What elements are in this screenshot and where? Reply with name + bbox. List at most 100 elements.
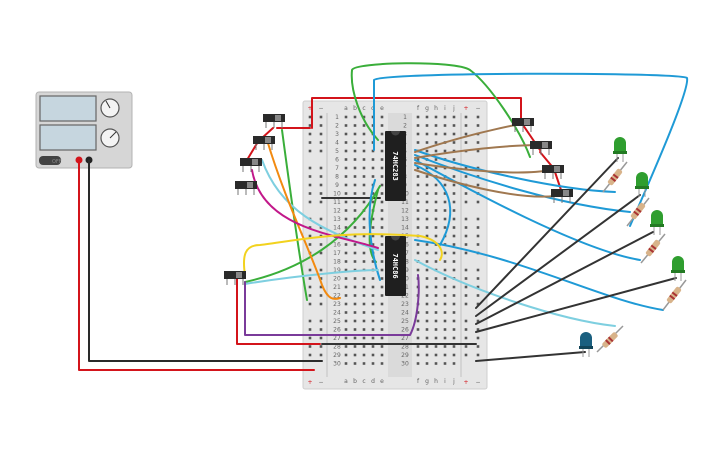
breadboard-hole[interactable]	[344, 362, 348, 365]
breadboard-hole[interactable]	[353, 175, 357, 178]
rail-hole[interactable]	[476, 336, 480, 340]
breadboard-hole[interactable]	[443, 277, 447, 280]
breadboard-hole[interactable]	[434, 319, 438, 323]
breadboard-hole[interactable]	[434, 226, 438, 229]
breadboard-hole[interactable]	[371, 328, 375, 331]
breadboard-hole[interactable]	[353, 166, 357, 170]
breadboard-hole[interactable]	[425, 124, 429, 127]
breadboard-hole[interactable]	[425, 166, 429, 170]
slide-switch[interactable]	[235, 181, 257, 195]
breadboard-hole[interactable]	[443, 319, 447, 323]
rail-hole[interactable]	[476, 141, 480, 144]
breadboard-hole[interactable]	[344, 132, 348, 136]
rail-hole[interactable]	[464, 268, 468, 272]
breadboard-hole[interactable]	[452, 234, 456, 238]
breadboard-hole[interactable]	[443, 132, 447, 136]
breadboard-hole[interactable]	[425, 328, 429, 331]
breadboard-hole[interactable]	[425, 345, 429, 348]
breadboard-hole[interactable]	[425, 336, 429, 340]
breadboard-hole[interactable]	[371, 166, 375, 170]
slide-switch[interactable]	[263, 114, 285, 128]
breadboard-hole[interactable]	[353, 285, 357, 289]
wire-brown-4[interactable]	[414, 169, 556, 198]
rail-hole[interactable]	[476, 234, 480, 238]
breadboard-hole[interactable]	[344, 302, 348, 306]
rail-hole[interactable]	[308, 226, 312, 229]
rail-hole[interactable]	[319, 319, 323, 323]
wire-lightblue-led5[interactable]	[414, 259, 616, 327]
breadboard-hole[interactable]	[371, 192, 375, 195]
rail-hole[interactable]	[476, 243, 480, 246]
breadboard-hole[interactable]	[416, 141, 420, 144]
rail-hole[interactable]	[319, 243, 323, 246]
breadboard-hole[interactable]	[344, 217, 348, 221]
wire-green-top[interactable]	[350, 62, 531, 158]
rail-hole[interactable]	[308, 124, 312, 127]
power-supply[interactable]: OFF	[35, 91, 133, 169]
breadboard-hole[interactable]	[380, 302, 384, 306]
breadboard-hole[interactable]	[434, 294, 438, 297]
rail-hole[interactable]	[464, 175, 468, 178]
rail-hole[interactable]	[319, 132, 323, 136]
breadboard-hole[interactable]	[434, 141, 438, 144]
breadboard-hole[interactable]	[425, 141, 429, 144]
breadboard-hole[interactable]	[353, 302, 357, 306]
wire-ground-led4[interactable]	[475, 277, 677, 333]
breadboard-hole[interactable]	[434, 311, 438, 314]
breadboard-hole[interactable]	[425, 243, 429, 246]
breadboard-hole[interactable]	[380, 141, 384, 144]
breadboard-hole[interactable]	[443, 268, 447, 272]
rail-hole[interactable]	[464, 302, 468, 306]
resistor[interactable]	[596, 325, 624, 353]
breadboard-hole[interactable]	[344, 158, 348, 161]
breadboard-hole[interactable]	[425, 209, 429, 212]
breadboard-hole[interactable]	[416, 209, 420, 212]
breadboard-hole[interactable]	[434, 277, 438, 280]
breadboard-hole[interactable]	[380, 243, 384, 246]
rail-hole[interactable]	[319, 251, 323, 255]
breadboard-hole[interactable]	[443, 302, 447, 306]
breadboard-hole[interactable]	[353, 277, 357, 280]
breadboard-hole[interactable]	[380, 124, 384, 127]
breadboard-hole[interactable]	[434, 183, 438, 187]
breadboard-hole[interactable]	[416, 336, 420, 340]
breadboard-hole[interactable]	[425, 217, 429, 221]
slide-switch[interactable]	[530, 141, 552, 155]
breadboard-hole[interactable]	[353, 311, 357, 314]
breadboard-hole[interactable]	[452, 226, 456, 229]
rail-hole[interactable]	[308, 302, 312, 306]
rail-hole[interactable]	[476, 124, 480, 127]
breadboard-hole[interactable]	[362, 149, 366, 153]
breadboard-hole[interactable]	[371, 285, 375, 289]
breadboard-hole[interactable]	[452, 311, 456, 314]
slide-switch[interactable]	[240, 158, 262, 172]
breadboard-hole[interactable]	[362, 141, 366, 144]
breadboard-hole[interactable]	[434, 217, 438, 221]
resistor[interactable]	[602, 161, 628, 193]
breadboard-hole[interactable]	[452, 132, 456, 136]
breadboard-hole[interactable]	[434, 234, 438, 238]
breadboard-hole[interactable]	[416, 251, 420, 255]
breadboard-hole[interactable]	[434, 209, 438, 212]
breadboard-hole[interactable]	[452, 158, 456, 161]
rail-hole[interactable]	[319, 336, 323, 340]
breadboard-hole[interactable]	[344, 124, 348, 127]
breadboard-hole[interactable]	[416, 328, 420, 331]
breadboard-hole[interactable]	[452, 345, 456, 348]
breadboard-hole[interactable]	[452, 209, 456, 212]
breadboard-hole[interactable]	[344, 268, 348, 272]
breadboard-hole[interactable]	[344, 311, 348, 314]
breadboard-hole[interactable]	[434, 115, 438, 119]
rail-hole[interactable]	[319, 268, 323, 272]
breadboard-hole[interactable]	[371, 336, 375, 340]
breadboard-hole[interactable]	[362, 166, 366, 170]
rail-hole[interactable]	[476, 345, 480, 348]
breadboard-hole[interactable]	[416, 132, 420, 136]
breadboard-hole[interactable]	[371, 158, 375, 161]
breadboard-hole[interactable]	[371, 319, 375, 323]
breadboard-hole[interactable]	[362, 217, 366, 221]
breadboard-hole[interactable]	[443, 209, 447, 212]
breadboard-hole[interactable]	[380, 251, 384, 255]
breadboard-hole[interactable]	[353, 243, 357, 246]
breadboard-hole[interactable]	[344, 336, 348, 340]
